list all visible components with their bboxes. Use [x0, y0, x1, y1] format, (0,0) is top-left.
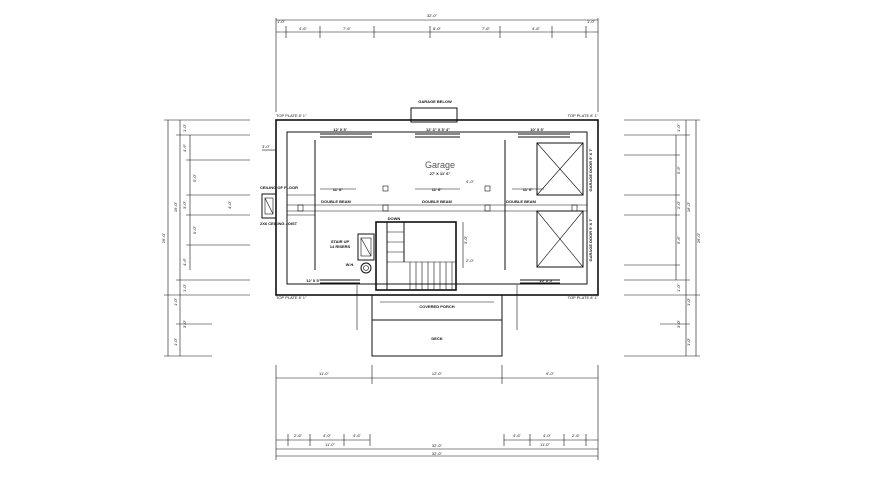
right-seg-5: 1'-0": [676, 283, 681, 292]
corner-note-tr: TOP PLATE 8' 1": [568, 113, 599, 118]
left-annotation-top: CEILING OF FLOOR: [260, 185, 298, 190]
bottom-sub-right: 11'-0": [540, 442, 550, 447]
left-seg-2: 4'-6": [182, 143, 187, 152]
span-b-label: 11' 6": [432, 187, 443, 192]
left-annotation-bottom: 2X6 CEILING JOIST: [260, 221, 298, 226]
left-inner-3: 5'-0": [192, 225, 197, 234]
upper-left-window-label: 12' X 5': [333, 127, 347, 132]
right-overall-dim: 26'-0": [696, 232, 701, 243]
porch-and-deck: COVERED PORCH DECK: [356, 285, 518, 357]
left-lower-1: 1'-0": [173, 297, 178, 306]
corner-note-tl: TOP PLATE 8' 1": [276, 113, 307, 118]
top-seg-5: 7'-6": [482, 26, 491, 31]
garage-door-lower-label: GARAGE DOOR 9' X 7': [588, 218, 593, 261]
note-small-1: 4'-0": [466, 179, 475, 184]
stair-label: STAIR UP: [331, 239, 350, 244]
corner-note-br: TOP PLATE 8' 1": [568, 295, 599, 300]
bottom-small-right-2: 4'-0": [543, 433, 552, 438]
top-seg-3: 7'-6": [343, 26, 352, 31]
right-seg-3: 2'-0": [676, 200, 681, 209]
bottom-seg-1: 11'-0": [319, 371, 329, 376]
top-overall-dim: 32'-0": [427, 13, 438, 18]
upper-right-window-label: 10' X 5': [530, 127, 544, 132]
left-inner-2: 4'-0": [227, 200, 232, 209]
left-seg-1: 1'-0": [182, 123, 187, 132]
upper-center-window-label: 12' 3" X 5' 4": [426, 127, 450, 132]
left-lower-2: 3'-0": [182, 319, 187, 328]
building-outline: TOP PLATE 8' 1" TOP PLATE 8' 1" TOP PLAT…: [275, 113, 599, 300]
top-seg-2: 4'-6": [299, 26, 308, 31]
bottom-dimension-chain: 11'-0" 12'-0" 9'-0" 2'-6" 4'-0" 4'-6" 4'…: [275, 365, 599, 460]
porch-label: COVERED PORCH: [419, 304, 454, 309]
garage-doors: GARAGE DOOR 9' X 7' GARAGE DOOR 9' X 7': [536, 142, 593, 268]
bottom-overall-2: 32'-0": [432, 451, 443, 456]
right-seg-2: 5'-6": [676, 165, 681, 174]
bottom-small-left-2: 4'-0": [323, 433, 332, 438]
note-small-4: 2'-0": [466, 258, 475, 263]
lower-left-window-label: 12' X 5': [306, 278, 320, 283]
bottom-seg-3: 9'-0": [546, 371, 555, 376]
note-small-2: 3'-0": [262, 144, 271, 149]
lower-right-window-label: 10' X 5': [539, 278, 553, 283]
note-small-3: 3'-0": [463, 235, 468, 244]
top-bump-out: GARAGE BELOW: [410, 99, 458, 123]
left-seg-4: 4'-6": [182, 257, 187, 266]
deck-label: DECK: [431, 336, 442, 341]
left-overall-dim: 26'-0": [161, 232, 166, 243]
left-seg-3: 3'-0": [182, 200, 187, 209]
right-lower-3: 1'-0": [686, 337, 691, 346]
span-a-label: 11' 6": [333, 187, 344, 192]
beam-right-label: DOUBLE BEAM: [506, 199, 536, 204]
left-dimension-chain: 26'-0" 16'-0" 1'-0" 4'-6" 3'-0" 4'-6" 1'…: [161, 119, 250, 357]
top-header-label: GARAGE BELOW: [418, 99, 452, 104]
top-seg-6: 4'-6": [532, 26, 541, 31]
beam-center-label: DOUBLE BEAM: [422, 199, 452, 204]
beam-labels: DOUBLE BEAM DOUBLE BEAM DOUBLE BEAM 11' …: [297, 185, 578, 212]
top-wall-windows: 12' X 5' 12' 3" X 5' 4" 10' X 5': [320, 127, 570, 138]
stair-sub-label: 14 RISERS: [330, 244, 351, 249]
right-lower-1: 1'-0": [686, 297, 691, 306]
left-seg-5: 1'-0": [182, 283, 187, 292]
right-lower-2: 3'-0": [676, 319, 681, 328]
bottom-overall-1: 32'-0": [432, 443, 443, 448]
down-label: DOWN: [388, 216, 401, 221]
left-inner-1: 5'-0": [192, 173, 197, 182]
garage-door-upper-label: GARAGE DOOR 9' X 7': [588, 148, 593, 191]
top-dimension-chain: 32'-0" 1'-0" 4'-6" 7'-6" 6'-0" 7'-6" 4'-…: [275, 13, 599, 112]
corner-note-bl: TOP PLATE 8' 1": [276, 295, 307, 300]
right-seg-1: 1'-0": [676, 123, 681, 132]
beam-left-label: DOUBLE BEAM: [321, 199, 351, 204]
bottom-small-right-1: 4'-6": [513, 433, 522, 438]
left-detail: CEILING OF FLOOR 2X6 CEILING JOIST 3'-0": [260, 144, 298, 226]
bottom-sub-left: 11'-0": [325, 442, 335, 447]
stair-area: STAIR UP 14 RISERS W.H. DOWN 3'-0" 2'-0": [330, 216, 475, 291]
stair-treads: [387, 231, 453, 290]
right-seg-4: 5'-6": [676, 235, 681, 244]
room-title: Garage: [425, 160, 455, 170]
top-seg-7: 1'-0": [587, 19, 596, 24]
right-dimension-chain: 26'-0" 16'-0" 1'-0" 5'-6" 2'-0" 5'-6" 1'…: [624, 119, 701, 357]
left-lower-3: 1'-0": [173, 337, 178, 346]
bottom-wall-windows: 12' X 5' 10' X 5': [306, 278, 560, 284]
right-total-dim: 16'-0": [686, 201, 691, 212]
room-subtitle: 27' X 11' 6": [430, 171, 451, 176]
top-seg-4: 6'-0": [433, 26, 442, 31]
span-c-label: 11' 6": [523, 187, 534, 192]
bottom-small-left-1: 2'-6": [294, 433, 303, 438]
top-seg-1: 1'-0": [277, 19, 286, 24]
bottom-small-right-3: 2'-6": [572, 433, 581, 438]
water-heater-label: W.H.: [346, 262, 355, 267]
bottom-small-left-3: 4'-6": [353, 433, 362, 438]
bottom-seg-2: 12'-0": [432, 371, 443, 376]
garage-room-label: Garage 27' X 11' 6" 4'-0": [425, 160, 475, 184]
left-total-dim: 16'-0": [173, 201, 178, 212]
